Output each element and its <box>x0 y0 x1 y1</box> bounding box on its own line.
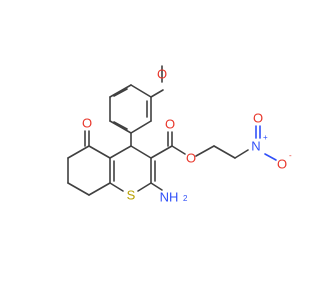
bond-amino <box>150 182 163 191</box>
bond <box>67 145 90 159</box>
molecule-diagram: O O O O N + O O - S NH 2 <box>67 65 292 205</box>
nitro-nitrogen: N <box>251 139 260 154</box>
bond <box>234 149 249 159</box>
nitro-oxygen-charge: - <box>289 151 292 160</box>
bond-nitro <box>264 153 277 161</box>
thiochromene-core <box>67 130 156 196</box>
bond <box>130 120 152 134</box>
bond <box>130 145 152 159</box>
amino-nitrogen: NH <box>160 190 179 205</box>
bond <box>109 120 132 134</box>
bond <box>67 182 90 196</box>
bond <box>88 145 111 159</box>
ring-sulfur: S <box>127 188 136 203</box>
bond <box>213 145 236 159</box>
ester-carbonyl-oxygen: O <box>165 117 175 132</box>
bond <box>171 145 186 155</box>
bond-to-s <box>109 182 124 192</box>
ketone-oxygen: O <box>82 116 92 131</box>
methoxyphenyl-ring <box>109 84 152 134</box>
nitro-oxygen-right: O <box>277 157 287 172</box>
nitro-charge-plus: + <box>263 133 268 142</box>
bond <box>150 145 173 159</box>
bond <box>109 84 132 98</box>
amino-subscript: 2 <box>183 194 188 203</box>
bond <box>130 84 152 98</box>
bond <box>195 145 215 157</box>
bond-double-inner <box>113 121 128 130</box>
bond-double-inner <box>113 88 128 97</box>
bond <box>88 182 111 196</box>
bond-to-s <box>137 182 152 192</box>
ester-oxygen: O <box>186 151 196 166</box>
bond <box>150 89 164 98</box>
atom-labels: O O O O N + O O - S NH 2 <box>82 67 292 205</box>
methoxy-oxygen: O <box>157 67 167 82</box>
structure-drawing: O O O O N + O O - S NH 2 <box>67 65 292 205</box>
bond <box>109 145 132 159</box>
nitro-oxygen-top: O <box>253 111 263 126</box>
